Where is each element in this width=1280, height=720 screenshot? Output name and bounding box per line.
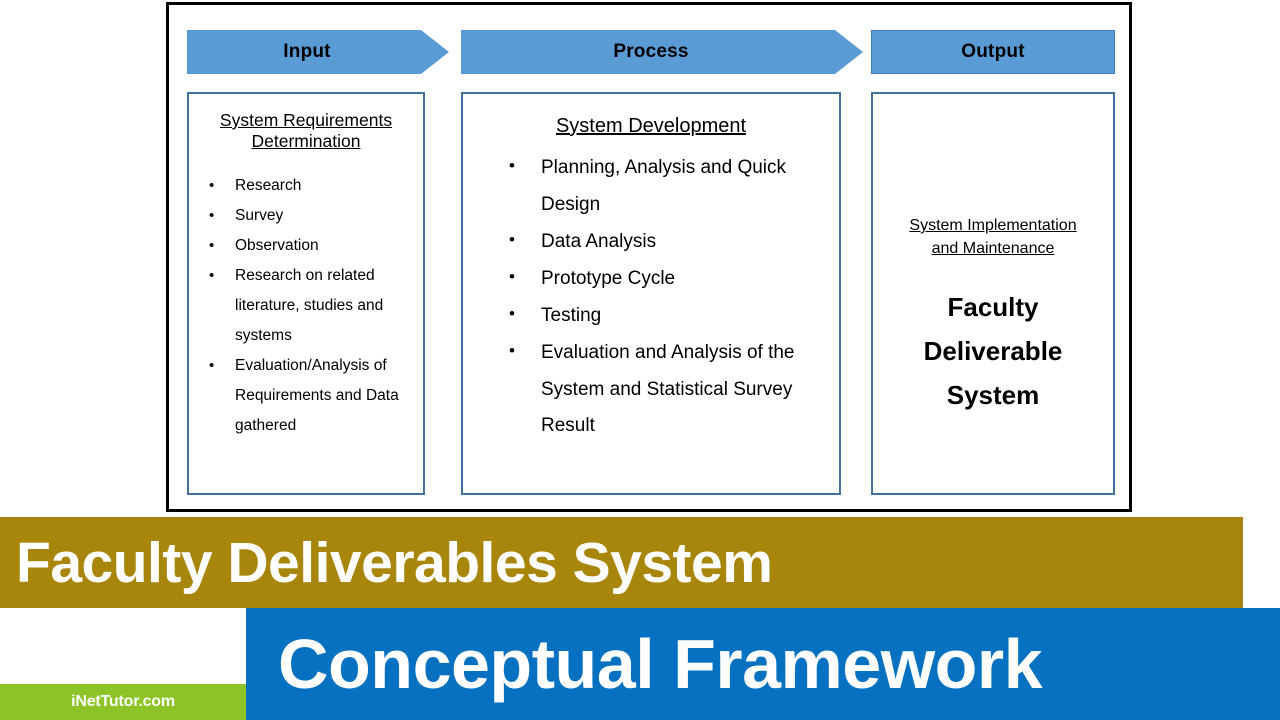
list-item: Planning, Analysis and Quick Design: [509, 150, 839, 224]
list-item: Observation: [209, 231, 423, 261]
output-subtitle-line1: System Implementation: [909, 217, 1077, 234]
phase-box-input: System Requirements Determination Resear…: [187, 92, 425, 495]
system-title: Faculty Deliverables System: [16, 530, 773, 595]
phase-header-process: Process: [461, 30, 863, 74]
output-subtitle-line2: and Maintenance: [931, 240, 1055, 258]
phase-header-input: Input: [187, 30, 449, 74]
phase-header-output: Output: [871, 30, 1115, 74]
output-main-line2: Deliverable: [923, 336, 1063, 367]
input-box-title-line2: Determination: [251, 131, 361, 152]
process-box-title-line1: System Development: [555, 115, 747, 137]
phase-header-process-label: Process: [613, 41, 689, 62]
page-title: Conceptual Framework: [278, 625, 1043, 703]
phase-box-output: System Implementation and Maintenance Fa…: [871, 92, 1115, 495]
input-bullet-list: Research Survey Observation Research on …: [189, 171, 423, 442]
gold-title-banner: Faculty Deliverables System: [0, 517, 1243, 608]
list-item: Data Analysis: [509, 224, 839, 261]
list-item: Survey: [209, 201, 423, 231]
watermark-label: iNetTutor.com: [71, 693, 175, 710]
phase-header-input-label: Input: [283, 41, 331, 62]
phase-header-output-label: Output: [961, 41, 1025, 62]
list-item: Prototype Cycle: [509, 261, 839, 298]
output-main-line3: System: [946, 379, 1040, 410]
watermark-strip: iNetTutor.com: [0, 684, 246, 720]
output-main-text: Faculty Deliverable System: [883, 286, 1103, 417]
input-box-title: System Requirements Determination: [189, 110, 423, 153]
blue-title-banner: Conceptual Framework: [246, 608, 1280, 720]
phase-box-process: System Development Planning, Analysis an…: [461, 92, 841, 495]
output-main-line1: Faculty: [947, 292, 1039, 323]
output-box-content: System Implementation and Maintenance Fa…: [873, 214, 1113, 417]
diagram-frame: Input Process Output System Requirements…: [166, 2, 1132, 512]
list-item: Evaluation/Analysis of Requirements and …: [209, 351, 423, 441]
process-box-title: System Development: [463, 114, 839, 138]
list-item: Research on related literature, studies …: [209, 261, 423, 351]
output-subtitle: System Implementation and Maintenance: [883, 214, 1103, 260]
list-item: Research: [209, 171, 423, 201]
list-item: Testing: [509, 298, 839, 335]
process-bullet-list: Planning, Analysis and Quick Design Data…: [463, 150, 839, 445]
input-box-title-line1: System Requirements: [219, 110, 393, 130]
list-item: Evaluation and Analysis of the System an…: [509, 335, 839, 446]
